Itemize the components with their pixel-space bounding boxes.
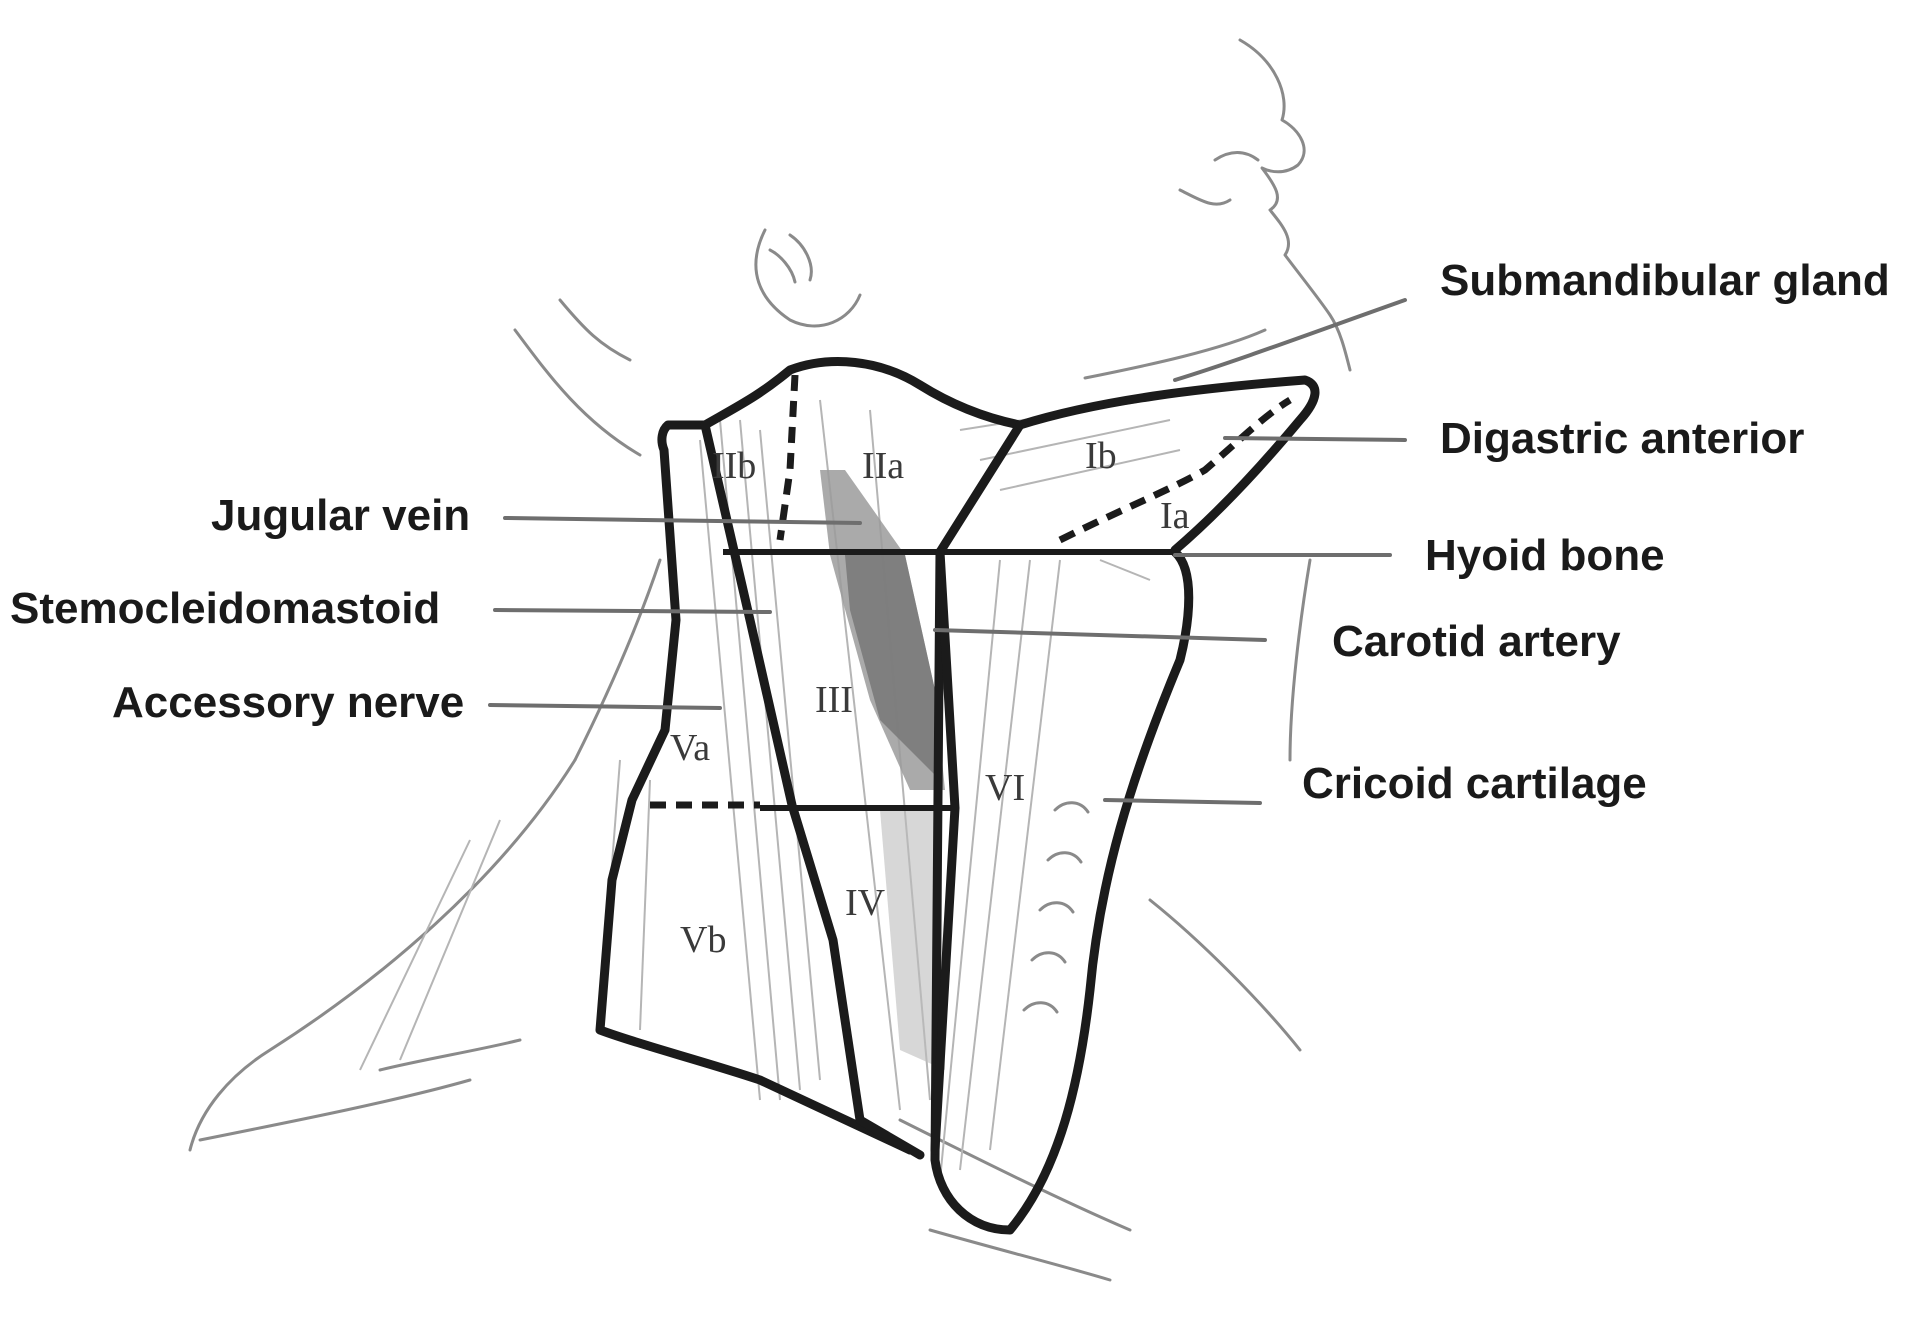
label-carotid-artery: Carotid artery (1332, 617, 1621, 666)
level-boundaries (595, 357, 1320, 1235)
leader-sternocleidomastoid (493, 608, 772, 614)
carotid-artery-shape (845, 555, 940, 780)
label-jugular-vein: Jugular vein (211, 491, 470, 540)
region-labels: IIb IIa Ib Ia III Va VI IV Vb (670, 435, 1190, 961)
leader-jugular-vein (503, 516, 862, 525)
leader-carotid-artery (933, 628, 1267, 642)
label-accessory-nerve: Accessory nerve (112, 678, 464, 727)
leader-submandibular-gland (1173, 298, 1407, 382)
region-VI: VI (985, 767, 1025, 809)
label-hyoid-bone: Hyoid bone (1425, 531, 1665, 580)
region-III: III (815, 679, 853, 721)
leader-cricoid-cartilage (1103, 798, 1262, 805)
region-IV: IV (845, 882, 886, 924)
label-cricoid-cartilage: Cricoid cartilage (1302, 759, 1647, 808)
region-IIb: IIb (712, 445, 756, 487)
vessels (820, 470, 945, 1070)
region-IIa: IIa (862, 445, 904, 487)
label-submandibular-gland: Submandibular gland (1440, 256, 1890, 305)
region-Va: Va (670, 727, 710, 769)
label-digastric-anterior: Digastric anterior (1440, 414, 1804, 463)
leader-accessory-nerve (488, 703, 722, 710)
region-Ia: Ia (1160, 495, 1190, 537)
muscle-fibres (359, 399, 1181, 1181)
region-Ib: Ib (1085, 435, 1117, 477)
label-sternocleidomastoid: Stemocleidomastoid (10, 584, 440, 633)
leader-lines (488, 298, 1407, 805)
anatomy-labels: Submandibular gland Digastric anterior J… (10, 256, 1890, 808)
leader-digastric-anterior (1223, 436, 1407, 442)
lower-vessel-shape (880, 810, 945, 1070)
region-Vb: Vb (680, 919, 726, 961)
head-neck-sketch (188, 38, 1352, 1282)
